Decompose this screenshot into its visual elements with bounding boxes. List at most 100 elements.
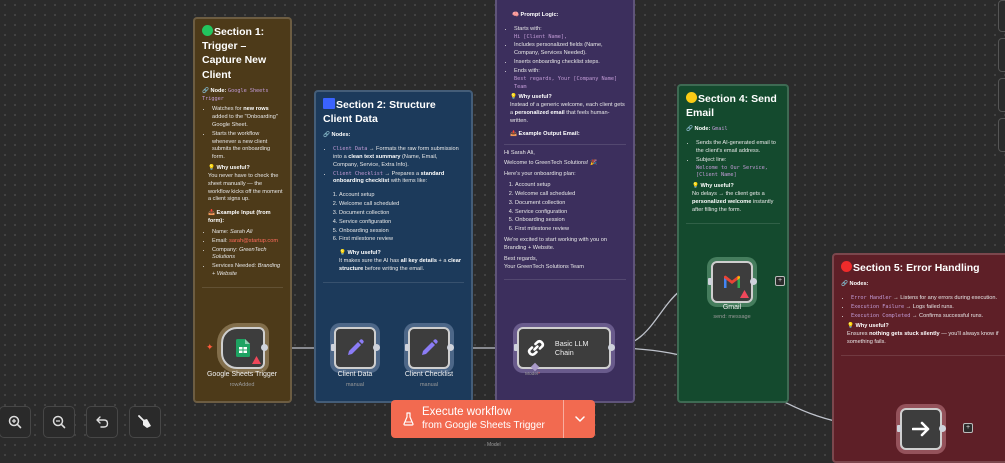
checklist-item: Service configuration (339, 219, 464, 227)
checklist-item: Document collection (339, 210, 464, 218)
output-port[interactable] (939, 425, 946, 432)
node-label: Google Sheets Trigger (206, 371, 278, 378)
execute-workflow-main[interactable]: Execute workflow from Google Sheets Trig… (391, 400, 563, 438)
input-port[interactable] (708, 278, 712, 285)
email-step: Welcome call scheduled (515, 191, 626, 199)
warning-icon (740, 290, 749, 298)
node-client-data[interactable] (334, 327, 376, 369)
input-port[interactable] (405, 344, 409, 351)
chevron-down-icon (574, 416, 585, 422)
email-step: Account setup (515, 182, 626, 190)
input-port[interactable] (897, 425, 901, 432)
zoom-out-button[interactable] (43, 406, 75, 438)
list-item: Inserts onboarding checklist steps. (514, 59, 626, 67)
node-name: Google Sheets Trigger (202, 87, 269, 102)
list-item: Email: sarah@startup.com (212, 238, 283, 246)
add-node-button[interactable]: + (775, 276, 785, 286)
output-port[interactable] (750, 278, 757, 285)
lightbulb-icon: 💡 (847, 323, 854, 330)
link-icon: 🔗 (323, 132, 330, 139)
list-item: Company: GreenTech Solutions (212, 247, 283, 263)
node-client-checklist[interactable] (408, 327, 450, 369)
list-item: Starts with:Hi [Client Name], (514, 26, 626, 42)
list-item: Subject line:Welcome to Our Service, [Cl… (696, 157, 780, 180)
why-title: Why useful? (518, 94, 552, 101)
node-subtitle: send: message (713, 314, 751, 320)
input-port[interactable] (514, 344, 518, 351)
outbox-icon: 📤 (510, 130, 517, 137)
zoom-in-icon (8, 415, 22, 429)
checklist-item: Onboarding session (339, 228, 464, 236)
email-link[interactable]: sarah@startup.com (229, 237, 279, 244)
why-text: You never have to check the sheet manual… (208, 172, 283, 203)
why-text: No delays → the client gets a personaliz… (692, 191, 774, 213)
lightbulb-icon: 💡 (339, 250, 346, 257)
execute-options-dropdown[interactable] (563, 400, 595, 438)
google-sheets-icon (236, 339, 250, 357)
add-node-button[interactable]: + (963, 423, 973, 433)
broom-icon (138, 415, 151, 428)
list-item: Execution Failure → Logs failed runs. (851, 304, 1005, 312)
list-item: Client Data → Formats the raw form submi… (333, 146, 464, 169)
output-port[interactable] (447, 344, 454, 351)
example-title: Example Output Email: (518, 130, 580, 137)
chain-link-icon (527, 339, 545, 357)
checklist-item: Account setup (339, 192, 464, 200)
node-label: Node: (694, 126, 711, 133)
output-port[interactable] (261, 344, 268, 351)
section-4-title: Section 4: Send Email (686, 93, 777, 120)
email-step: First milestone review (515, 226, 626, 234)
email-step: Document collection (515, 200, 626, 208)
email-regards: Best regards, (504, 255, 538, 262)
red-circle-icon (841, 261, 852, 272)
node-label: Node: (210, 87, 227, 94)
node-subtitle: manual (419, 382, 439, 388)
green-circle-icon (202, 25, 213, 36)
panel-button[interactable] (998, 78, 1005, 112)
why-title: Why useful? (855, 323, 889, 330)
execute-workflow-sublabel: from Google Sheets Trigger (422, 419, 545, 431)
execute-workflow-label: Execute workflow (422, 406, 512, 419)
panel-button[interactable] (998, 118, 1005, 152)
panel-button[interactable] (998, 38, 1005, 72)
checklist-item: First milestone review (339, 236, 464, 244)
zoom-in-button[interactable] (0, 406, 31, 438)
list-item: Includes personalized fields (Name, Comp… (514, 42, 626, 58)
execute-workflow-button[interactable]: Execute workflow from Google Sheets Trig… (391, 400, 595, 438)
list-item: Execution Completed → Confirms successfu… (851, 313, 1005, 321)
list-item: Services Needed: Branding + Website (212, 263, 283, 279)
pencil-icon (348, 339, 364, 355)
node-label: Client Checklist (404, 371, 454, 378)
lightbulb-icon: 💡 (510, 94, 517, 101)
zoom-out-icon (52, 415, 66, 429)
list-item: Starts the workflow whenever a new clien… (212, 131, 283, 162)
nodes-label: Nodes: (331, 132, 351, 139)
why-text: Ensures nothing gets stuck silently — yo… (847, 331, 999, 346)
link-icon: 🔗 (686, 126, 693, 133)
sticky-note-section-1[interactable]: Section 1: Trigger – Capture New Client … (193, 17, 292, 403)
warning-icon (252, 356, 261, 364)
gmail-icon (724, 275, 740, 288)
why-title: Why useful? (700, 183, 734, 190)
email-signature: Your GreenTech Solutions Team (504, 263, 584, 270)
arrow-right-icon (912, 421, 930, 437)
why-text: It makes sure the AI has all key details… (339, 258, 462, 272)
lightbulb-icon: 💡 (208, 165, 215, 172)
node-basic-llm-chain[interactable]: Basic LLM Chain (517, 327, 611, 369)
undo-icon (95, 416, 108, 428)
nodes-label: Nodes: (849, 281, 869, 288)
node-execution-completed[interactable] (900, 408, 942, 450)
lightbulb-icon: 💡 (692, 183, 699, 190)
blue-square-icon (323, 98, 335, 109)
input-port[interactable] (331, 344, 335, 351)
checklist-item: Welcome call scheduled (339, 201, 464, 209)
prompt-logic-title: Prompt Logic: (520, 12, 559, 18)
pencil-icon (422, 339, 438, 355)
reset-zoom-button[interactable] (86, 406, 118, 438)
sticky-note-section-4[interactable]: Section 4: Send Email 🔗 Node: Gmail Send… (677, 84, 789, 403)
output-port[interactable] (608, 344, 615, 351)
tidy-up-button[interactable] (129, 406, 161, 438)
email-welcome: Welcome to GreenTech Solutions! 🎉 (504, 160, 597, 167)
output-port[interactable] (373, 344, 380, 351)
panel-button[interactable] (998, 0, 1005, 32)
